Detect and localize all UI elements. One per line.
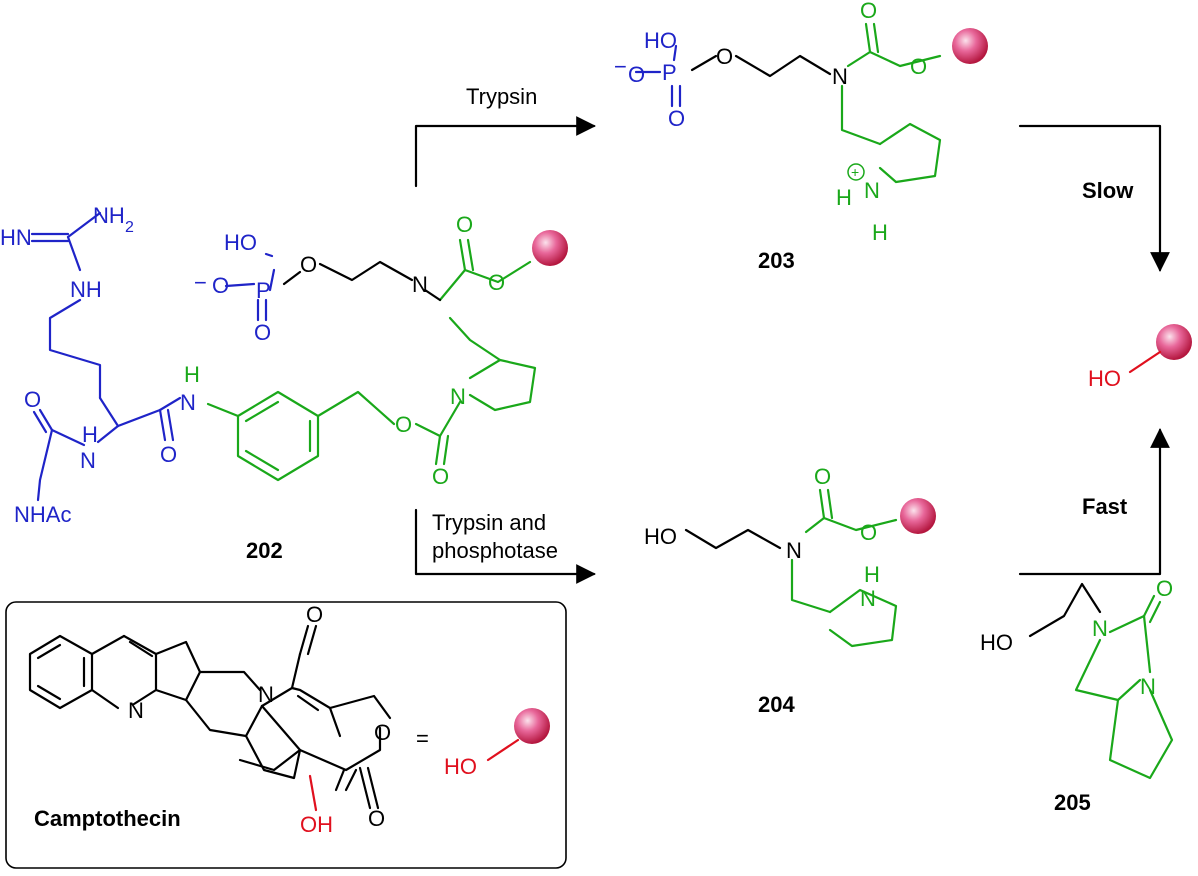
- compound-205: HO N O N: [980, 576, 1173, 780]
- camptothecin-sphere-product: [1156, 324, 1192, 360]
- label-202: 202: [246, 538, 283, 563]
- atom-p-202: P: [256, 278, 271, 303]
- atom-h-bottom-203: H: [872, 220, 888, 245]
- atom-nh2-subscript: 2: [125, 219, 134, 236]
- atom-oh-camptothecin: OH: [300, 812, 333, 837]
- atom-o-arginine: O: [160, 442, 177, 467]
- atom-ho-legend: HO: [444, 754, 477, 779]
- arrow-trypsin: [414, 116, 596, 188]
- camptothecin-legend-box: N N O O O OH Camptothecin = HO: [5, 601, 567, 869]
- atom-ho-phosphate: HO: [224, 230, 257, 255]
- atom-n-anilide: N: [180, 390, 196, 415]
- equals-sign: =: [416, 726, 429, 751]
- atom-ho-204: HO: [644, 524, 677, 549]
- atom-o-carbamate-ester: O: [395, 412, 412, 437]
- atom-o-carbonyl-204: O: [814, 464, 831, 489]
- atom-o-ester-203: O: [910, 54, 927, 79]
- arrow-trypsin-phosphatase-label-line2: phosphotase: [432, 538, 558, 563]
- atom-o-phosphate-left: O: [212, 273, 229, 298]
- atom-o-pyridone: O: [306, 602, 323, 627]
- atom-o-carbamate-top: O: [456, 212, 473, 237]
- atom-o-phosphate-ester-203: O: [716, 44, 733, 69]
- compound-203: − O P HO O O N O O + H N H: [614, 0, 988, 245]
- compound-202: NH 2 HN NH O H N O NHAc H N O O N: [0, 203, 568, 527]
- atom-o-lactone-carbonyl: O: [368, 806, 385, 831]
- camptothecin-sphere-203: [952, 28, 988, 64]
- atom-h-amide: H: [82, 422, 98, 447]
- camptothecin-sphere-legend: [514, 708, 550, 744]
- atom-n-tertiary-203: N: [832, 64, 848, 89]
- atom-nh-guanidine: NH: [70, 277, 102, 302]
- camptothecin-box-frame: [5, 601, 567, 869]
- compound-202-linker: [206, 238, 537, 482]
- atom-minus-202: −: [194, 270, 207, 295]
- atom-o-phosphate-bottom-203: O: [668, 106, 685, 131]
- atom-o-phosphate-left-203: O: [628, 62, 645, 87]
- atom-hn: HN: [0, 225, 32, 250]
- atom-nhac: NHAc: [14, 502, 71, 527]
- atom-o-lactone-ring: O: [374, 720, 391, 745]
- atom-n-pyrrolidine-204: N: [860, 586, 876, 611]
- compound-202-phosphate: [224, 252, 442, 322]
- atom-n-bridge-205: N: [1140, 674, 1156, 699]
- atom-n-pyrrolidine: N: [450, 384, 466, 409]
- atom-n-quinoline: N: [128, 698, 144, 723]
- label-205: 205: [1054, 790, 1091, 815]
- arrow-trypsin-phosphatase-label-line1: Trypsin and: [432, 510, 546, 535]
- atom-o-glycine: O: [24, 387, 41, 412]
- atom-h-pyrrolidine-204: H: [864, 562, 880, 587]
- atom-p-203: P: [662, 60, 677, 85]
- arrow-trypsin-label: Trypsin: [466, 84, 537, 109]
- atom-n-ammonium-203: N: [864, 178, 880, 203]
- atom-o-carbonyl: O: [432, 464, 449, 489]
- atom-o-phosphate-bottom: O: [254, 320, 271, 345]
- atom-n-amide: N: [80, 448, 96, 473]
- arrow-slow: [1018, 124, 1170, 272]
- atom-ho-phosphate-203: HO: [644, 28, 677, 53]
- atom-ho-205: HO: [980, 630, 1013, 655]
- atom-minus-203: −: [614, 54, 627, 79]
- arrow-fast-label: Fast: [1082, 494, 1128, 519]
- arrow-fast: [1018, 428, 1170, 576]
- arrow-trypsin-phosphatase: [414, 508, 596, 584]
- plus-charge-circle: [847, 163, 865, 181]
- arrow-slow-label: Slow: [1082, 178, 1134, 203]
- atom-o-carbonyl-203: O: [860, 0, 877, 23]
- atom-n-pyridone: N: [258, 682, 274, 707]
- camptothecin-name: Camptothecin: [34, 806, 181, 831]
- atom-o-ester: O: [488, 270, 505, 295]
- atom-o-ester-204: O: [860, 520, 877, 545]
- atom-n-tertiary-204: N: [786, 538, 802, 563]
- atom-o-phosphate-ester: O: [300, 252, 317, 277]
- compound-202-peptide: [30, 211, 182, 502]
- atom-h-left-203: H: [836, 185, 852, 210]
- camptothecin-sphere-204: [900, 498, 936, 534]
- camptothecin-structure: [28, 624, 392, 812]
- label-203: 203: [758, 248, 795, 273]
- atom-nh2: NH: [93, 203, 125, 228]
- atom-ho-product: HO: [1088, 366, 1121, 391]
- atom-h-anilide: H: [184, 362, 200, 387]
- compound-204: HO N O O H N: [644, 464, 936, 648]
- label-204: 204: [758, 692, 795, 717]
- camptothecin-product: HO: [1088, 324, 1192, 391]
- camptothecin-sphere-202: [532, 230, 568, 266]
- atom-n-tertiary: N: [412, 272, 428, 297]
- atom-o-carbonyl-205: O: [1156, 576, 1173, 601]
- atom-n-imidazolidinone-205: N: [1092, 616, 1108, 641]
- atom-plus-203: +: [851, 164, 859, 180]
